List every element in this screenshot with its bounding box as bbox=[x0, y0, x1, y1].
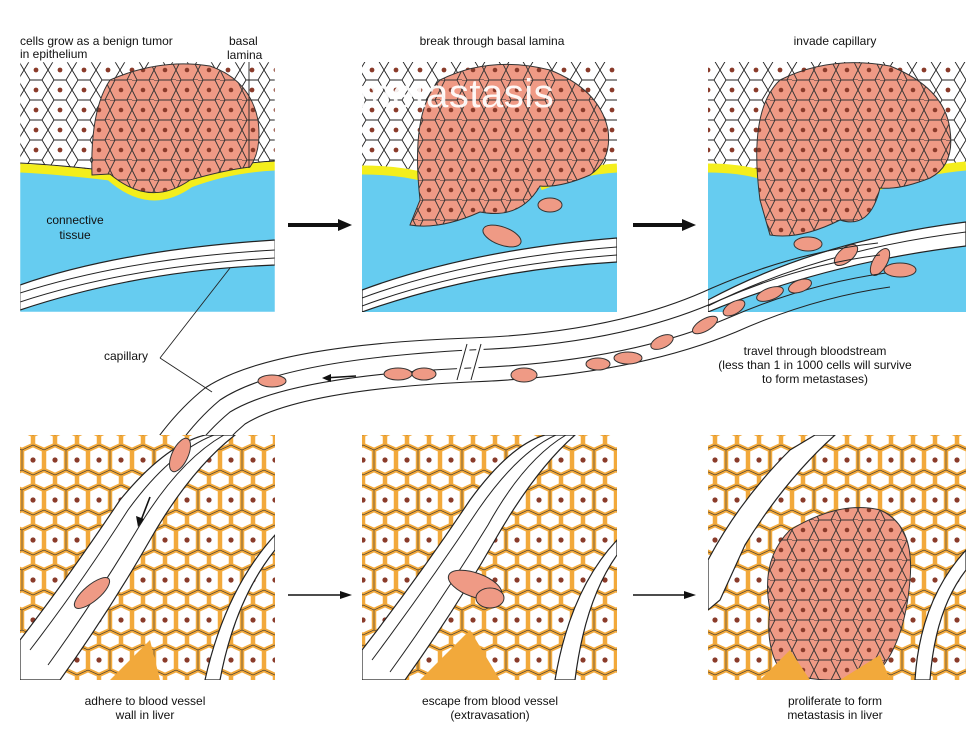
stage5-title-line1: escape from blood vessel bbox=[421, 694, 559, 708]
stage4-title-line1: adhere to blood vessel bbox=[84, 694, 206, 708]
capillary-label: capillary bbox=[104, 349, 149, 363]
stage1-title-line1: cells grow as a benign tumor bbox=[20, 34, 173, 48]
connective-tissue-line1: connective bbox=[46, 213, 104, 227]
stage4-title-line2: wall in liver bbox=[115, 708, 175, 722]
stage3-title: invade capillary bbox=[793, 34, 877, 48]
panel-break-basal-lamina bbox=[362, 62, 617, 312]
basal-lamina-label-line2: lamina bbox=[227, 48, 263, 62]
step-arrows bbox=[288, 219, 696, 599]
panel-benign-tumor bbox=[20, 62, 275, 312]
stage5-title-line2: (extravasation) bbox=[450, 708, 530, 722]
panel-invade-capillary bbox=[708, 62, 966, 312]
basal-lamina-pointer bbox=[248, 62, 250, 168]
connective-tissue-line2: tissue bbox=[59, 228, 91, 242]
travel-label-line2: (less than 1 in 1000 cells will survive bbox=[718, 358, 912, 372]
overlay-title: metastasis bbox=[358, 72, 555, 116]
panel-extravasation bbox=[362, 435, 617, 680]
basal-lamina-label-line1: basal bbox=[229, 34, 258, 48]
stage2-title: break through basal lamina bbox=[419, 34, 565, 48]
panel-proliferate-metastasis bbox=[708, 435, 966, 680]
travel-label-line3: to form metastases) bbox=[761, 372, 869, 386]
stage1-title-line2: in epithelium bbox=[20, 47, 88, 61]
panel-adhere-liver bbox=[20, 435, 275, 680]
travel-label-line1: travel through bloodstream bbox=[743, 344, 887, 358]
stage6-title-line2: metastasis in liver bbox=[787, 708, 883, 722]
stage6-title-line1: proliferate to form bbox=[787, 694, 883, 708]
